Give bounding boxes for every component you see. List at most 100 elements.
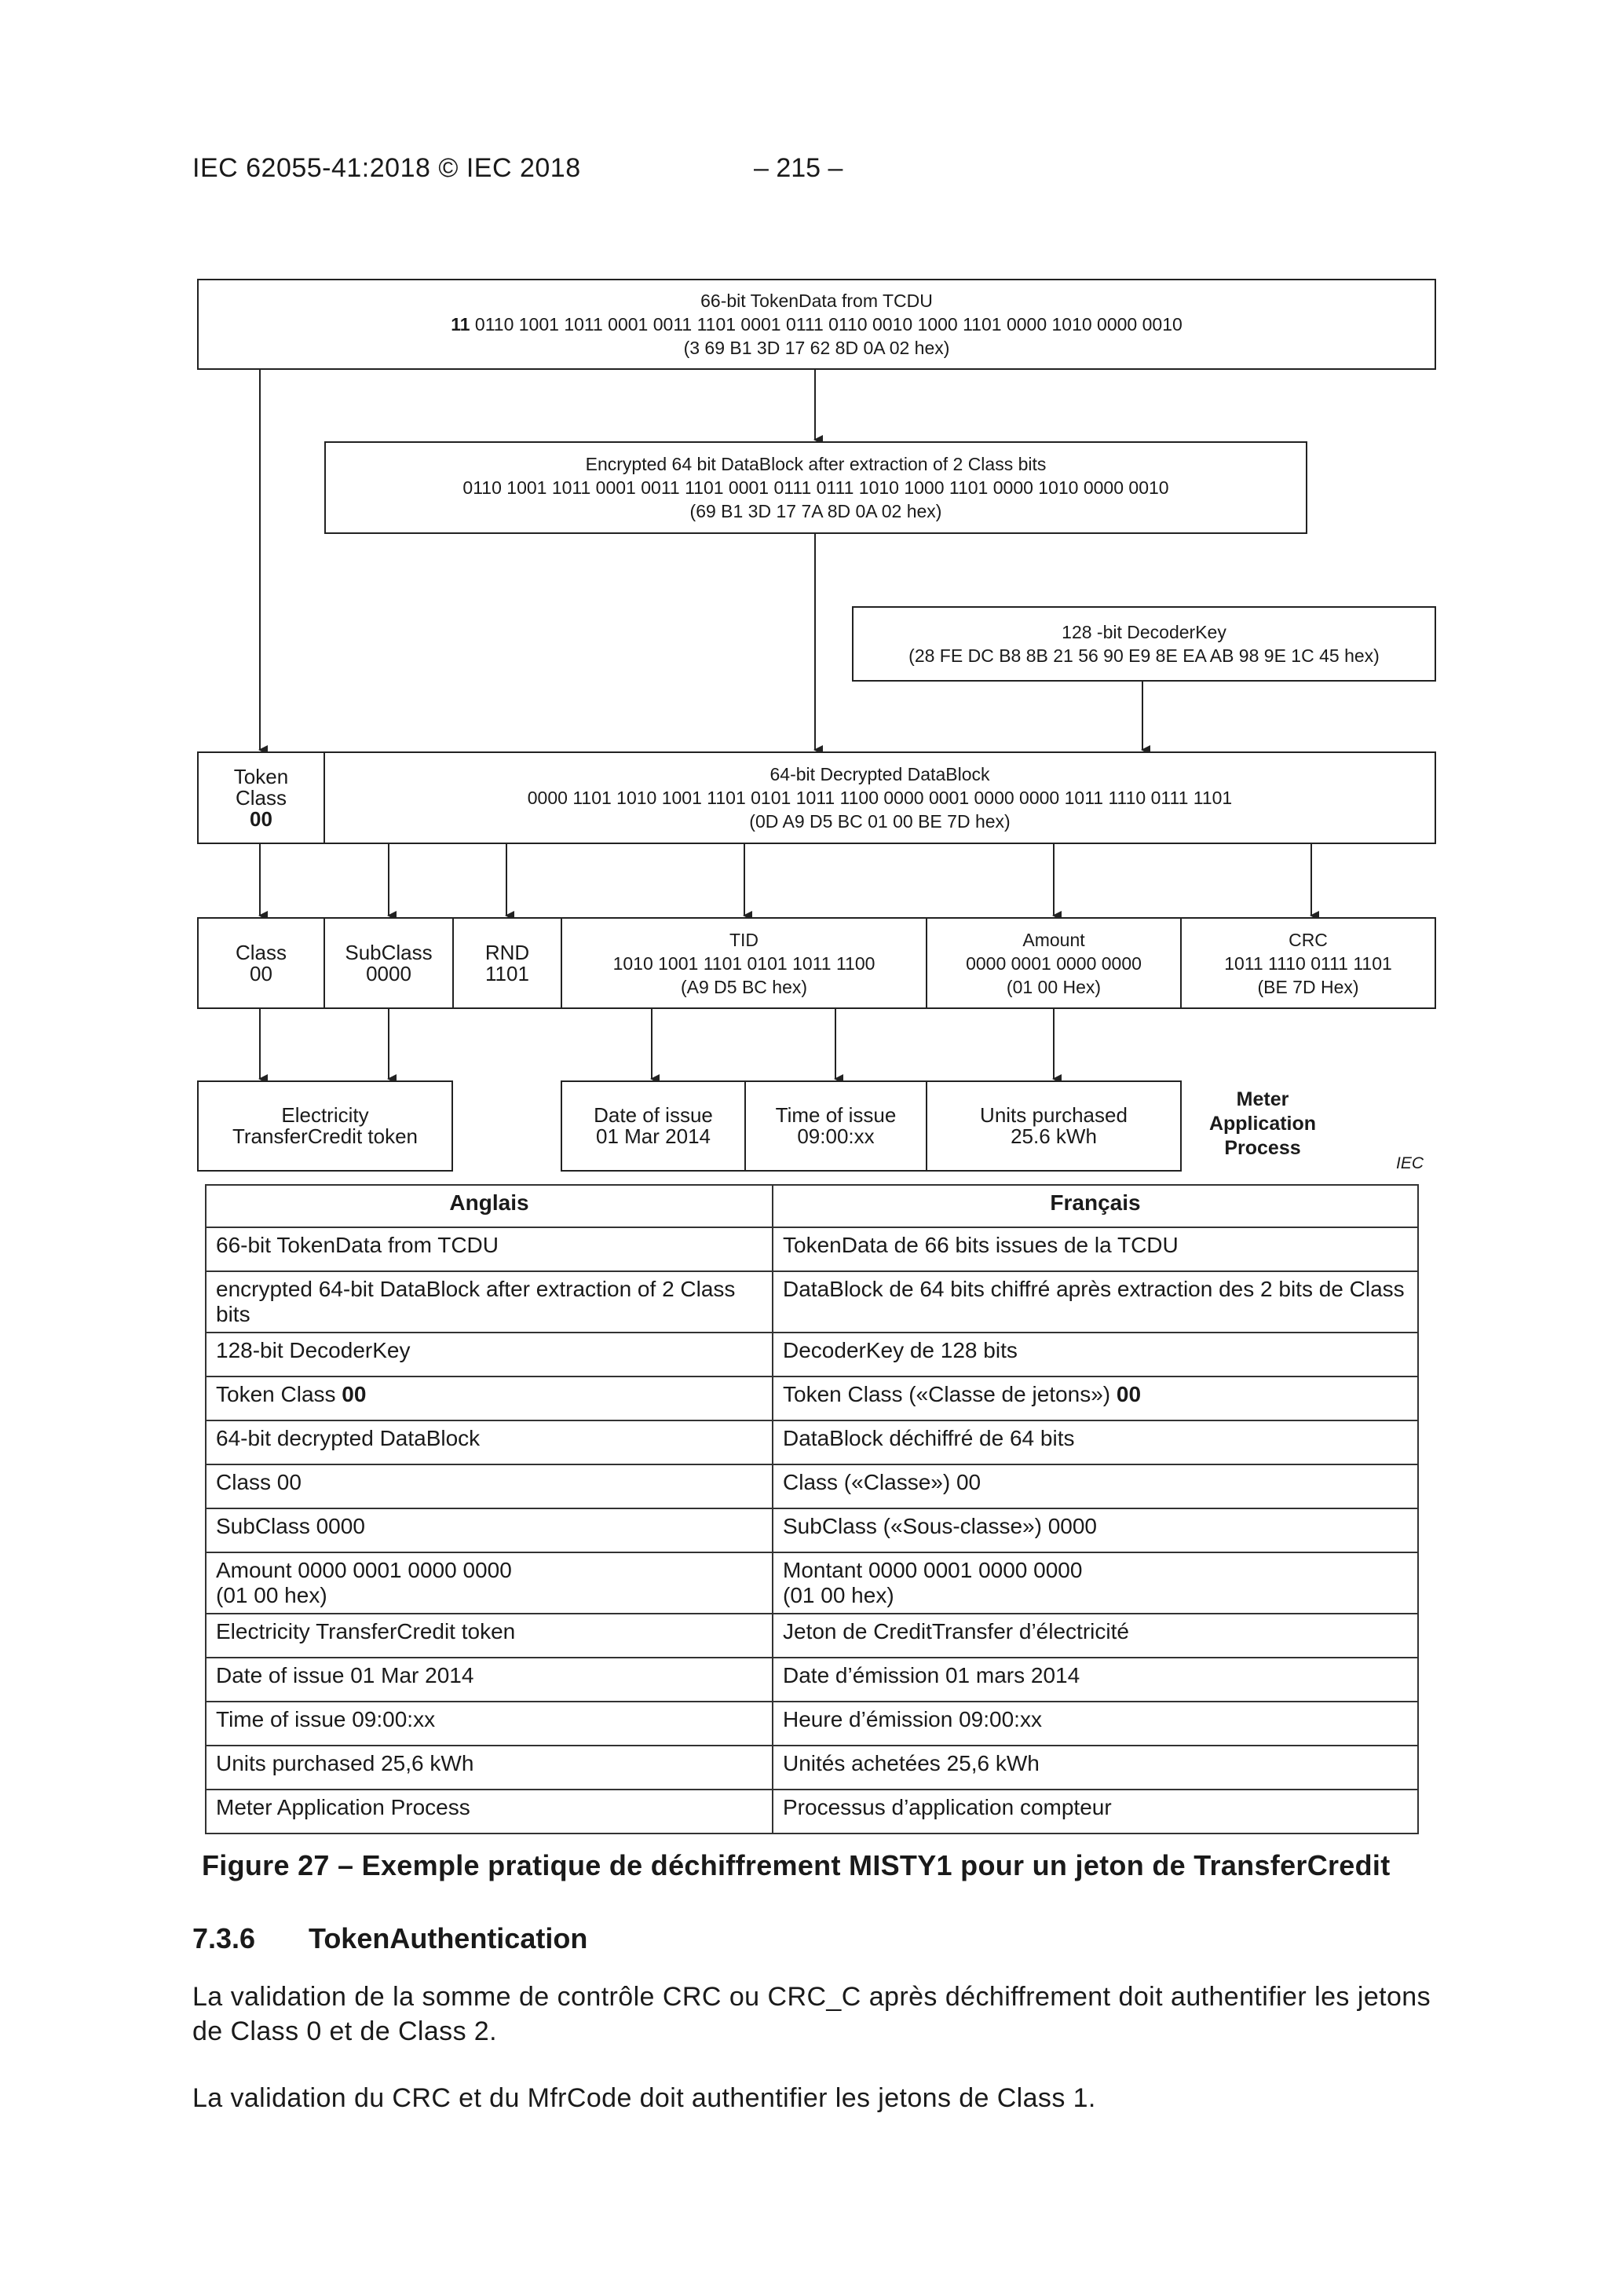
tid-field-bits: 1010 1001 1101 0101 1011 1100: [612, 952, 875, 974]
table-row: Meter Application Process Processus d’ap…: [205, 1789, 1419, 1834]
tid-field-hex: (A9 D5 BC hex): [680, 976, 808, 997]
table-row: Amount 0000 0001 0000 0000(01 00 hex) Mo…: [205, 1552, 1419, 1614]
decoder-key-hex: (28 FE DC B8 8B 21 56 90 E9 8E EA AB 98 …: [908, 645, 1380, 666]
date-of-issue-label: Date of issue: [594, 1103, 713, 1127]
cell-fr: Montant 0000 0001 0000 0000(01 00 hex): [772, 1552, 1419, 1614]
flow-arrows: [258, 369, 1319, 1084]
cell-en: 66-bit TokenData from TCDU: [205, 1227, 773, 1272]
electricity-token-line2: TransferCredit token: [232, 1124, 419, 1148]
units-purchased-box: Units purchased 25.6 kWh: [926, 1080, 1182, 1172]
cell-fr: DataBlock de 64 bits chiffré après extra…: [772, 1270, 1419, 1333]
token-class-label-1: Token: [233, 764, 289, 788]
cell-en: 128-bit DecoderKey: [205, 1332, 773, 1377]
subclass-field-value: 0000: [366, 961, 411, 985]
cell-en: SubClass 0000: [205, 1508, 773, 1553]
subclass-field-box: SubClass 0000: [324, 917, 454, 1009]
electricity-token-line1: Electricity: [281, 1103, 369, 1127]
cell-fr: Class («Classe») 00: [772, 1464, 1419, 1509]
amount-field-box: Amount 0000 0001 0000 0000 (01 00 Hex): [926, 917, 1182, 1009]
table-row: 66-bit TokenData from TCDU TokenData de …: [205, 1227, 1419, 1272]
token-class-label-2: Class: [235, 785, 287, 810]
time-of-issue-label: Time of issue: [775, 1103, 897, 1127]
crc-field-box: CRC 1011 1110 0111 1101 (BE 7D Hex): [1180, 917, 1436, 1009]
decrypted-bits: 0000 1101 1010 1001 1101 0101 1011 1100 …: [527, 788, 1233, 808]
paragraph-2: La validation du CRC et du MfrCode doit …: [192, 2083, 1096, 2113]
token-data-bits: 11 0110 1001 1011 0001 0011 1101 0001 01…: [451, 314, 1183, 335]
crc-field-bits: 1011 1110 0111 1101: [1224, 952, 1392, 974]
cell-fr: Processus d’application compteur: [772, 1789, 1419, 1834]
table-row: Units purchased 25,6 kWh Unités achetées…: [205, 1745, 1419, 1790]
cell-fr: Heure d’émission 09:00:xx: [772, 1701, 1419, 1746]
table-row: Class 00 Class («Classe») 00: [205, 1464, 1419, 1509]
table-header-row: Anglais Français: [205, 1184, 1419, 1228]
cell-en: Class 00: [205, 1464, 773, 1509]
decoder-key-title: 128 -bit DecoderKey: [1062, 622, 1226, 642]
cell-en: Amount 0000 0001 0000 0000(01 00 hex): [205, 1552, 773, 1614]
table-row: Time of issue 09:00:xx Heure d’émission …: [205, 1701, 1419, 1746]
header-anglais: Anglais: [205, 1184, 773, 1228]
cell-en: 64-bit decrypted DataBlock: [205, 1420, 773, 1465]
crc-field-label: CRC: [1289, 929, 1328, 950]
tid-field-label: TID: [729, 929, 759, 950]
class-field-label: Class: [235, 940, 287, 964]
token-data-title: 66-bit TokenData from TCDU: [700, 291, 933, 311]
time-of-issue-box: Time of issue 09:00:xx: [744, 1080, 927, 1172]
cell-en: Meter Application Process: [205, 1789, 773, 1834]
cell-en: Electricity TransferCredit token: [205, 1613, 773, 1658]
class-field-box: Class 00: [197, 917, 325, 1009]
misty1-decryption-figure: 66-bit TokenData from TCDU 11 0110 1001 …: [197, 279, 1436, 1172]
paragraph-1: La validation de la somme de contrôle CR…: [192, 1982, 1431, 2046]
encrypted-hex: (69 B1 3D 17 7A 8D 0A 02 hex): [689, 501, 942, 521]
token-class-box: Token Class 00: [197, 751, 325, 844]
page-header-left: IEC 62055-41:2018 © IEC 2018: [192, 153, 581, 183]
units-purchased-value: 25.6 kWh: [1011, 1124, 1097, 1148]
rnd-field-label: RND: [484, 940, 530, 964]
table-row: Token Class 00 Token Class («Classe de j…: [205, 1376, 1419, 1421]
header-francais: Français: [772, 1184, 1419, 1228]
table-row: 128-bit DecoderKey DecoderKey de 128 bit…: [205, 1332, 1419, 1377]
table-row: SubClass 0000 SubClass («Sous-classe») 0…: [205, 1508, 1419, 1553]
section-number: 7.3.6: [192, 1922, 256, 1954]
encrypted-datablock-box: Encrypted 64 bit DataBlock after extract…: [324, 441, 1307, 534]
class-field-value: 00: [250, 961, 272, 985]
token-data-hex: (3 69 B1 3D 17 62 8D 0A 02 hex): [683, 338, 950, 358]
cell-fr: TokenData de 66 bits issues de la TCDU: [772, 1227, 1419, 1272]
iec-mark: IEC: [1396, 1154, 1424, 1172]
cell-fr: Date d’émission 01 mars 2014: [772, 1657, 1419, 1702]
amount-field-label: Amount: [1022, 929, 1085, 950]
amount-field-bits: 0000 0001 0000 0000: [966, 952, 1142, 974]
table-row: encrypted 64-bit DataBlock after extract…: [205, 1270, 1419, 1333]
section-title: TokenAuthentication: [309, 1922, 588, 1954]
meter-application-process-label: Meter Application Process: [1208, 1088, 1317, 1159]
amount-field-hex: (01 00 Hex): [1006, 976, 1102, 997]
date-of-issue-box: Date of issue 01 Mar 2014: [561, 1080, 746, 1172]
decoder-key-box: 128 -bit DecoderKey (28 FE DC B8 8B 21 5…: [852, 606, 1436, 682]
cell-fr: DataBlock déchiffré de 64 bits: [772, 1420, 1419, 1465]
subclass-field-label: SubClass: [345, 940, 433, 964]
cell-en: Token Class 00: [205, 1376, 773, 1421]
cell-en: encrypted 64-bit DataBlock after extract…: [205, 1270, 773, 1333]
decrypted-title: 64-bit Decrypted DataBlock: [769, 764, 990, 784]
decrypted-hex: (0D A9 D5 BC 01 00 BE 7D hex): [749, 811, 1011, 832]
units-purchased-label: Units purchased: [980, 1103, 1128, 1127]
cell-fr: Token Class («Classe de jetons») 00: [772, 1376, 1419, 1421]
token-data-box: 66-bit TokenData from TCDU 11 0110 1001 …: [197, 279, 1436, 370]
rnd-field-value: 1101: [485, 961, 529, 985]
rnd-field-box: RND 1101: [452, 917, 562, 1009]
table-row: Date of issue 01 Mar 2014 Date d’émissio…: [205, 1657, 1419, 1702]
table-row: 64-bit decrypted DataBlock DataBlock déc…: [205, 1420, 1419, 1465]
time-of-issue-value: 09:00:xx: [797, 1124, 875, 1148]
decrypted-datablock-box: 64-bit Decrypted DataBlock 0000 1101 101…: [324, 751, 1436, 844]
page-number: – 215 –: [754, 153, 843, 183]
crc-field-hex: (BE 7D Hex): [1257, 976, 1359, 997]
cell-fr: SubClass («Sous-classe») 0000: [772, 1508, 1419, 1553]
cell-fr: DecoderKey de 128 bits: [772, 1332, 1419, 1377]
cell-en: Date of issue 01 Mar 2014: [205, 1657, 773, 1702]
figure-caption: Figure 27 – Exemple pratique de déchiffr…: [202, 1849, 1391, 1881]
cell-fr: Jeton de CreditTransfer d’électricité: [772, 1613, 1419, 1658]
encrypted-title: Encrypted 64 bit DataBlock after extract…: [585, 454, 1047, 474]
date-of-issue-value: 01 Mar 2014: [596, 1124, 711, 1148]
token-class-value: 00: [250, 806, 272, 831]
table-row: Electricity TransferCredit token Jeton d…: [205, 1613, 1419, 1658]
cell-en: Units purchased 25,6 kWh: [205, 1745, 773, 1790]
